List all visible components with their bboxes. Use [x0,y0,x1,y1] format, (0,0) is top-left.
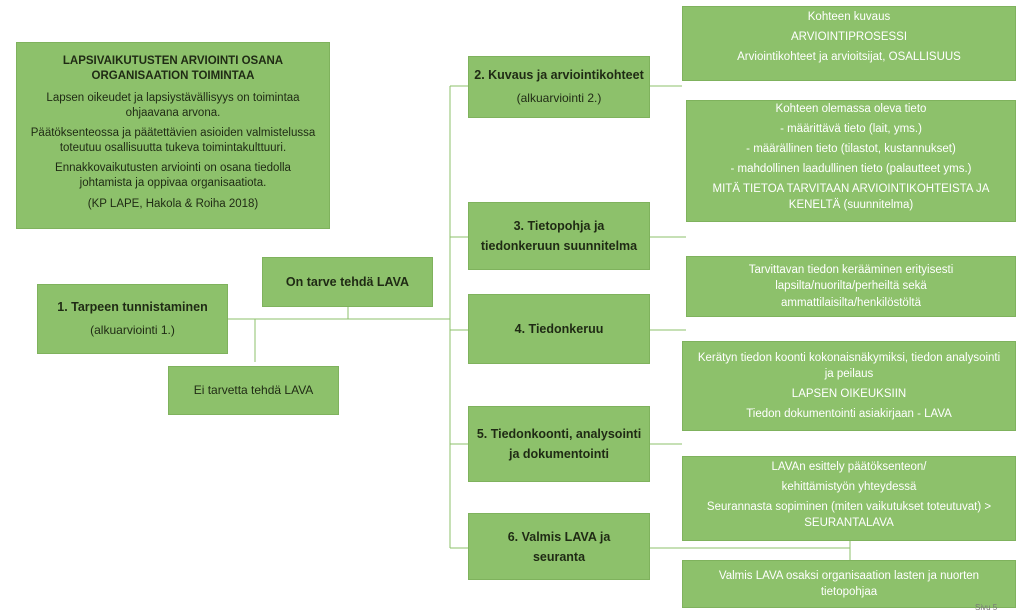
step-5-box: 5. Tiedonkoonti, analysointi ja dokument… [468,406,650,482]
intro-title: LAPSIVAIKUTUSTEN ARVIOINTI OSANA ORGANIS… [62,55,284,83]
detail-box-data-collection: Tarvittavan tiedon kerääminen erityisest… [686,256,1016,317]
intro-paragraph: Päätöksenteossa ja päätettävien asioiden… [30,126,316,155]
step-5-title: 5. Tiedonkoonti, analysointi ja dokument… [476,427,642,461]
detail-line: - määrittävä tieto (lait, yms.) [780,123,922,136]
detail-line: Kohteen olemassa oleva tieto [775,103,927,115]
intro-source: (KP LAPE, Hakola & Roiha 2018) [87,197,259,210]
detail-line: Arviointikohteet ja arvioitsijat, OSALLI… [737,51,961,64]
step-1-title: 1. Tarpeen tunnistaminen [57,300,208,315]
detail-box-knowledge-base: Kohteen olemassa oleva tieto - määrittäv… [686,100,1016,222]
step-4-title: 4. Tiedonkeruu [514,321,604,336]
no-need-lava-label: Ei tarvetta tehdä LAVA [193,383,314,398]
intro-paragraph: Ennakkovaikutusten arviointi on osana ti… [55,162,291,190]
detail-box-presentation: LAVAn esittely päätöksenteon/ kehittämis… [682,456,1016,541]
step-4-box: 4. Tiedonkeruu [468,294,650,364]
detail-line: - mahdollinen laadullinen tieto (palautt… [730,163,972,176]
step-3-box: 3. Tietopohja ja tiedonkeruun suunnitelm… [468,202,650,270]
step-6-box: 6. Valmis LAVA ja seuranta [468,513,650,580]
step-2-subtitle: (alkuarviointi 2.) [516,91,602,106]
detail-line: kehittämistyön yhteydessä [781,481,917,494]
need-lava-label: On tarve tehdä LAVA [285,274,410,289]
detail-line: MITÄ TIETOA TARVITAAN ARVIOINTIKOHTEISTA… [712,183,990,212]
detail-line: Kohteen kuvaus [807,11,891,23]
detail-line: LAPSEN OIKEUKSIIN [791,388,907,400]
step-6-title: 6. Valmis LAVA ja seuranta [507,529,611,564]
detail-line: ARVIOINTIPROSESSI [790,31,908,44]
detail-line: Tarvittavan tiedon kerääminen erityisest… [748,264,954,309]
step-1-subtitle: (alkuarviointi 1.) [90,323,175,338]
page-number: Sivu 5 [975,603,998,612]
detail-line: LAVAn esittely päätöksenteon/ [771,461,927,473]
step-3-title: 3. Tietopohja ja tiedonkeruun suunnitelm… [480,219,638,253]
detail-box-description: Kohteen kuvaus ARVIOINTIPROSESSI Arvioin… [682,6,1016,81]
detail-line: Kerätyn tiedon koonti kokonaisnäkymiksi,… [697,351,1001,380]
detail-line: Seurannasta sopiminen (miten vaikutukset… [706,501,992,530]
no-need-lava-box: Ei tarvetta tehdä LAVA [168,366,339,415]
detail-box-analysis: Kerätyn tiedon koonti kokonaisnäkymiksi,… [682,341,1016,431]
detail-line: Tiedon dokumentointi asiakirjaan - LAVA [746,408,952,421]
detail-line: - määrällinen tieto (tilastot, kustannuk… [746,143,956,156]
step-2-box: 2. Kuvaus ja arviointikohteet (alkuarvio… [468,56,650,118]
detail-line: Valmis LAVA osaksi organisaation lasten … [718,569,980,598]
need-lava-box: On tarve tehdä LAVA [262,257,433,307]
intro-box: LAPSIVAIKUTUSTEN ARVIOINTI OSANA ORGANIS… [16,42,330,229]
step-2-title: 2. Kuvaus ja arviointikohteet [474,68,644,83]
intro-paragraph: Lapsen oikeudet ja lapsiystävällisyys on… [46,91,300,119]
step-1-box: 1. Tarpeen tunnistaminen (alkuarviointi … [37,284,228,354]
detail-box-final-lava: Valmis LAVA osaksi organisaation lasten … [682,560,1016,608]
